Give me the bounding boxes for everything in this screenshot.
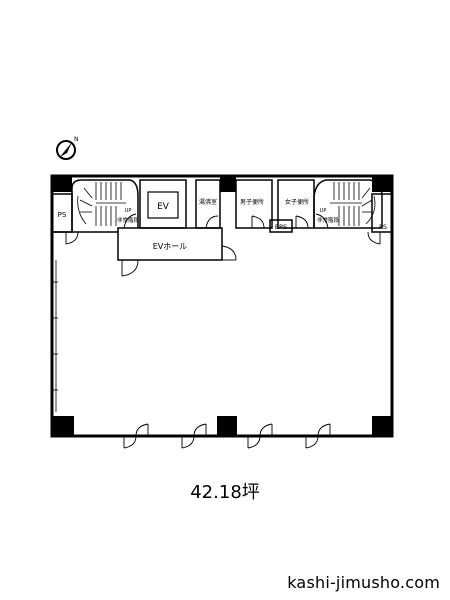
website-watermark: kashi-jimusho.com: [287, 573, 440, 592]
compass-label: N: [74, 136, 79, 143]
room-label-stair-left: 非常階段: [117, 216, 140, 224]
room-label-ev-hall: EVホール: [153, 242, 188, 251]
elevator-cab: [147, 191, 179, 219]
room-label-mens-toilet: 男子便所: [240, 198, 264, 206]
outer-walls: [50, 174, 394, 438]
window-mullions: [52, 260, 58, 412]
room-label-kitchen: 湯沸室: [199, 198, 217, 206]
room-label-stair-right: 非常階段: [317, 216, 340, 224]
door-swings: [65, 213, 381, 449]
room-label-womens-toilet: 女子便所: [285, 198, 309, 206]
stair-right-treads: [330, 182, 376, 226]
room-label-ev: EV: [157, 202, 170, 212]
room-label-ps-left: PS: [58, 211, 67, 219]
stair-up-label-left: UP: [125, 208, 132, 214]
room-label-eps: EPS: [275, 223, 287, 231]
stair-up-label-right: UP: [320, 208, 327, 214]
room-label-ps-right: PS: [379, 223, 387, 231]
floor-area: 42.18坪: [190, 482, 260, 503]
columns: [52, 176, 392, 436]
stair-left-treads: [77, 182, 126, 226]
north-compass-icon: N: [56, 136, 79, 160]
